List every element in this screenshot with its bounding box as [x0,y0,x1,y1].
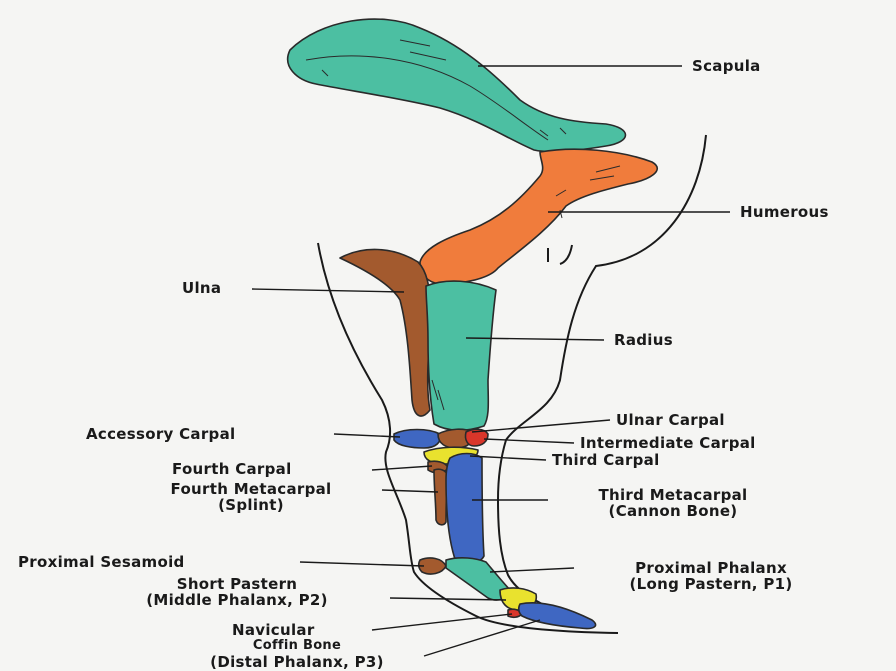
ulna-bone [340,249,431,416]
leader-fourth-carpal [372,466,432,470]
coffin-bone [519,603,596,629]
label-third-carpal: Third Carpal [552,452,660,468]
label-fourth-metacarpal: Fourth Metacarpal (Splint) [120,481,382,513]
label-third-metacarpal-sub: (Cannon Bone) [548,503,798,519]
label-radius: Radius [614,332,673,348]
label-short-pastern-sub: (Middle Phalanx, P2) [82,592,392,608]
label-scapula: Scapula [692,58,761,74]
label-humerous: Humerous [740,204,829,220]
label-coffin-bone: Coffin Bone (Distal Phalanx, P3) [168,638,426,670]
label-ulna: Ulna [182,280,221,296]
label-coffin-bone-title: Coffin Bone [168,638,426,654]
label-proximal-phalanx: Proximal Phalanx (Long Pastern, P1) [576,560,846,592]
leader-proximal-phalanx [490,568,574,572]
leader-intermediate-carpal [484,439,574,443]
label-fourth-metacarpal-title: Fourth Metacarpal [120,481,382,497]
third-metacarpal-bone [446,454,484,565]
label-fourth-carpal: Fourth Carpal [172,461,292,477]
leader-fourth-metacarpal [382,490,438,492]
label-short-pastern-title: Short Pastern [82,576,392,592]
label-proximal-phalanx-title: Proximal Phalanx [576,560,846,576]
humerous-bone [420,149,657,284]
accessory-carpal-bone [394,430,440,449]
radius-bone [426,281,496,430]
label-intermediate-carpal: Intermediate Carpal [580,435,756,451]
leg-outline-inner [560,245,572,264]
label-accessory-carpal: Accessory Carpal [86,426,235,442]
label-ulnar-carpal: Ulnar Carpal [616,412,725,428]
leader-ulnar-carpal [472,420,610,432]
label-fourth-metacarpal-sub: (Splint) [120,497,382,513]
leader-ulna [252,289,404,292]
label-third-metacarpal-title: Third Metacarpal [548,487,798,503]
label-proximal-phalanx-sub: (Long Pastern, P1) [576,576,846,592]
scapula-bone [288,19,626,152]
label-short-pastern: Short Pastern (Middle Phalanx, P2) [82,576,392,608]
leader-coffin-bone [424,620,540,656]
label-navicular: Navicular [232,622,315,638]
label-proximal-sesamoid: Proximal Sesamoid [18,554,185,570]
label-third-metacarpal: Third Metacarpal (Cannon Bone) [548,487,798,519]
leader-proximal-sesamoid [300,562,424,566]
